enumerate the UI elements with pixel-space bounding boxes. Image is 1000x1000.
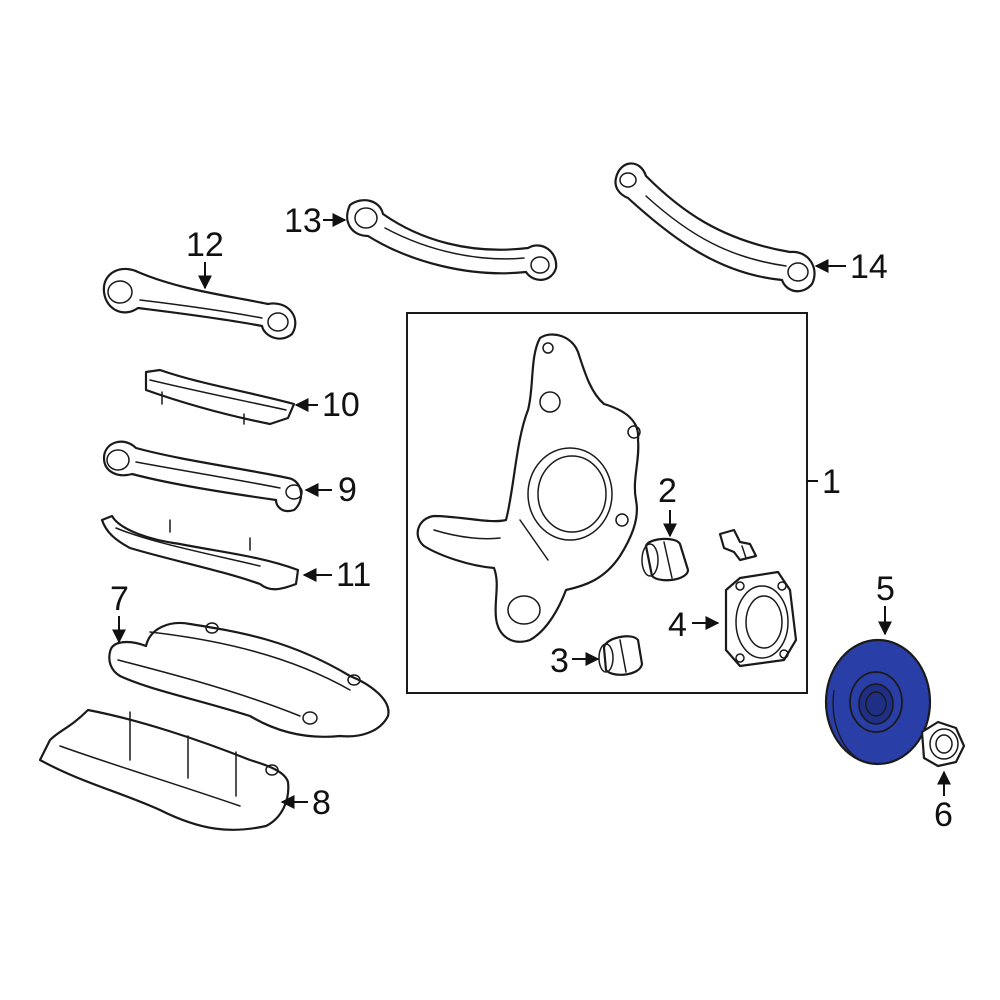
part-5-brake-rotor[interactable] bbox=[824, 638, 932, 766]
part-10-cover[interactable] bbox=[144, 368, 296, 426]
label-7: 7 bbox=[110, 580, 129, 618]
callout-12: 12 bbox=[186, 226, 224, 290]
hub-bolt[interactable] bbox=[718, 528, 758, 562]
part-8-skid-plate[interactable] bbox=[38, 708, 290, 831]
part-13-control-arm[interactable] bbox=[346, 199, 558, 281]
label-6: 6 bbox=[934, 796, 953, 834]
part-14-control-arm[interactable] bbox=[614, 162, 816, 293]
callout-11: 11 bbox=[302, 556, 371, 594]
label-8: 8 bbox=[312, 784, 331, 822]
part-2-bushing[interactable] bbox=[641, 537, 690, 582]
label-3: 3 bbox=[550, 642, 569, 680]
callout-9: 9 bbox=[304, 471, 357, 509]
part-9-control-arm[interactable] bbox=[102, 440, 303, 513]
label-4: 4 bbox=[668, 606, 687, 644]
callout-5: 5 bbox=[876, 570, 895, 636]
label-5: 5 bbox=[876, 570, 895, 608]
callout-13: 13 bbox=[284, 202, 347, 240]
part-1-knuckle[interactable] bbox=[416, 333, 641, 643]
knuckle-assembly-inset bbox=[406, 312, 808, 694]
part-6-axle-nut[interactable] bbox=[920, 720, 966, 768]
label-10: 10 bbox=[322, 386, 360, 424]
label-9: 9 bbox=[338, 471, 357, 509]
label-12: 12 bbox=[186, 226, 224, 264]
callout-10: 10 bbox=[294, 386, 360, 424]
callout-7: 7 bbox=[110, 580, 129, 644]
label-2: 2 bbox=[658, 472, 677, 510]
part-11-shield[interactable] bbox=[100, 514, 300, 591]
label-14: 14 bbox=[850, 248, 888, 286]
callout-2: 2 bbox=[658, 472, 677, 538]
part-7-subframe[interactable] bbox=[108, 621, 390, 738]
callout-14: 14 bbox=[814, 248, 888, 286]
label-13: 13 bbox=[284, 202, 322, 240]
part-4-hub-bearing[interactable] bbox=[724, 570, 798, 668]
label-11: 11 bbox=[336, 556, 371, 594]
callout-4: 4 bbox=[668, 606, 720, 644]
callout-6: 6 bbox=[934, 770, 953, 834]
part-12-control-arm[interactable] bbox=[102, 267, 297, 340]
callout-3: 3 bbox=[550, 642, 600, 680]
part-3-bushing[interactable] bbox=[598, 635, 644, 676]
label-1: 1 bbox=[822, 463, 841, 501]
callout-1: 1 bbox=[807, 463, 841, 501]
callout-8: 8 bbox=[280, 784, 331, 822]
